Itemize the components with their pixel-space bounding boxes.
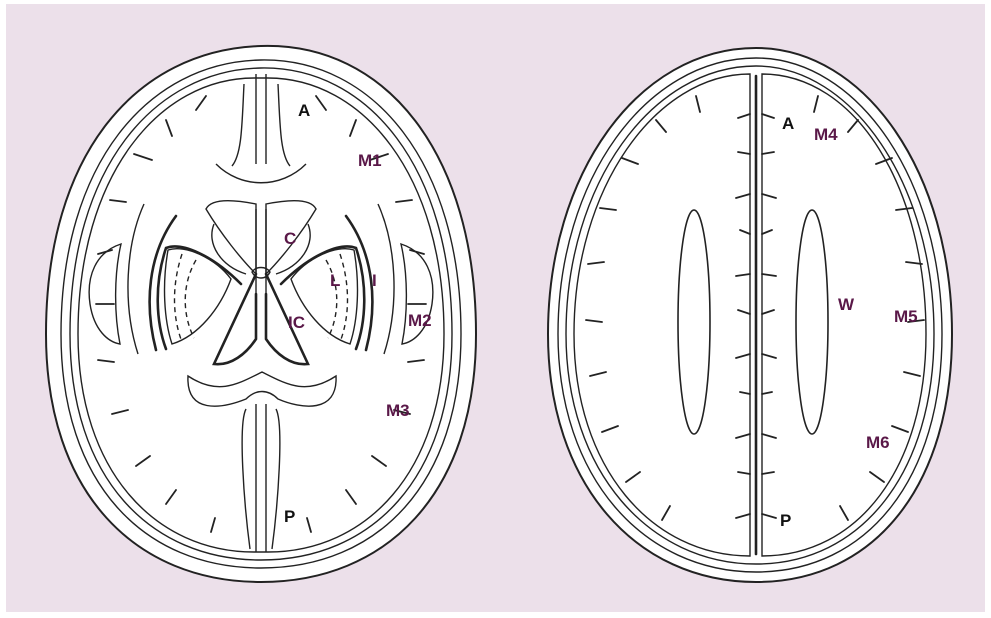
- label-A-right: A: [782, 114, 794, 133]
- label-M1: M1: [358, 151, 382, 170]
- figure-panel: A M1 C L I IC M2 M3 P A M4 W M5 M6 P: [6, 4, 985, 612]
- brain-diagram: A M1 C L I IC M2 M3 P A M4 W M5 M6 P: [6, 4, 985, 612]
- label-C: C: [284, 229, 296, 248]
- left-lateral-ventricle: [678, 210, 710, 434]
- label-I: I: [372, 271, 377, 290]
- label-P-left: P: [284, 507, 295, 526]
- label-L: L: [330, 271, 340, 290]
- label-M2: M2: [408, 311, 432, 330]
- label-M4: M4: [814, 125, 838, 144]
- right-brain-section: [548, 48, 952, 582]
- label-IC: IC: [288, 313, 305, 332]
- label-W: W: [838, 295, 855, 314]
- right-lateral-ventricle: [796, 210, 828, 434]
- label-M6: M6: [866, 433, 890, 452]
- label-A-left: A: [298, 101, 310, 120]
- label-M5: M5: [894, 307, 918, 326]
- label-P-right: P: [780, 511, 791, 530]
- label-M3: M3: [386, 401, 410, 420]
